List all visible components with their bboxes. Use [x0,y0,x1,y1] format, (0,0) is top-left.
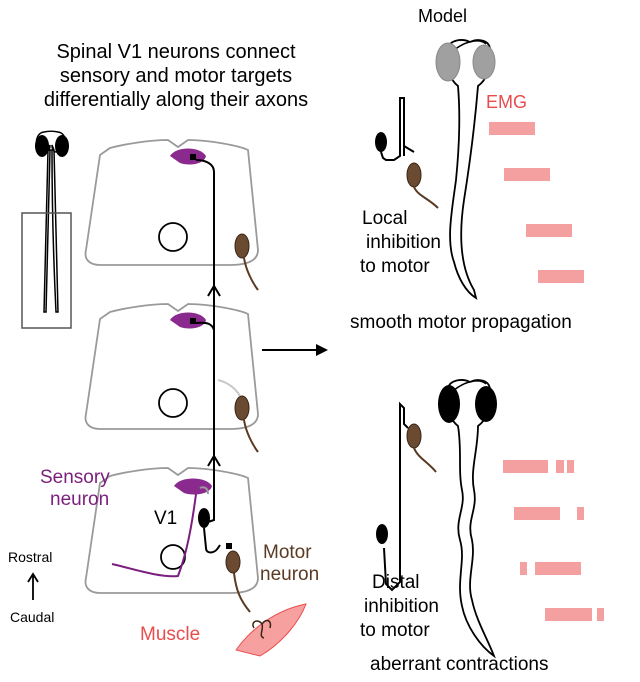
synapse-terminal [226,543,232,549]
emg-burst [545,608,592,621]
emg-burst [597,608,604,621]
emg-burst [504,168,550,181]
model-title: Model [418,6,467,26]
arrow-up-icon [27,572,39,600]
eye-icon [475,386,497,422]
synapse-terminal [190,154,196,160]
larva-overview [21,130,72,329]
motor-label-line-2: neuron [260,564,319,585]
spinal-section-1 [84,139,259,291]
motor-neuron-soma [406,162,422,188]
sensory-label-line-2: neuron [50,489,109,510]
caption-line-2: inhibition [366,232,441,253]
larva-model-smooth [435,39,496,300]
sensory-label-line-1: Sensory [40,467,110,488]
emg-bars-smooth [489,122,584,283]
local-inhibition-caption: Local inhibition to motor [360,208,441,277]
eye-icon [438,385,460,423]
motor-neuron-soma [234,233,250,259]
arrow-right-icon [262,344,328,356]
motor-neuron-soma [225,550,241,574]
motor-neuron-soma [234,395,250,421]
caption-line-3: to motor [360,256,430,277]
sensory-axon [111,493,197,578]
caption-line-1: Local [362,208,407,229]
emg-label: EMG [486,92,527,112]
sensory-label: Sensory neuron [40,467,110,510]
spinal-section-2 [84,303,259,453]
v1-neuron-soma [198,508,210,528]
emg-burst [577,507,584,520]
central-canal [158,388,188,418]
motor-label: Motor neuron [260,542,319,585]
caption-line-2: inhibition [364,596,439,617]
motor-label-line-1: Motor [263,542,312,563]
emg-burst [538,270,584,283]
figure-title: Spinal V1 neurons connect sensory and mo… [44,41,308,111]
emg-burst [489,122,535,135]
rostral-label: Rostral [8,549,52,565]
sensory-neuron-soma [170,312,206,329]
synapse-terminal [190,318,196,324]
emg-burst [556,460,564,473]
title-line-1: Spinal V1 neurons connect [56,41,295,63]
local-inhibition-circuit [375,97,439,209]
arrow-up-icon [207,284,221,297]
sensory-neuron-soma [174,478,212,495]
larva-model-aberrant [438,379,497,659]
central-canal [158,222,188,252]
spinal-section-3 [84,467,259,613]
emg-burst [526,224,572,237]
trunk-region-box [21,212,72,329]
muscle-fiber [235,603,307,657]
title-line-3: differentially along their axons [44,89,308,111]
eye-icon [472,44,496,80]
emg-burst [503,460,548,473]
v1-label: V1 [154,508,177,529]
v1-neuron-soma [375,132,387,152]
distal-inhibition-circuit [376,401,437,592]
muscle-label: Muscle [140,624,200,645]
eye-icon [35,135,49,157]
v1-neuron-soma [376,524,388,544]
emg-burst [520,562,527,575]
v1-ascending-axon [195,159,221,523]
emg-burst [514,507,560,520]
motor-neuron-soma [406,423,422,449]
emg-burst [535,562,581,575]
eye-icon [435,42,461,82]
caudal-label: Caudal [10,609,54,625]
eye-icon [55,135,69,157]
emg-bars-aberrant [503,460,604,621]
aberrant-contractions-label: aberrant contractions [370,654,549,675]
title-line-2: sensory and motor targets [60,65,292,87]
emg-burst [567,460,574,473]
caption-line-1: Distal [372,572,420,593]
caption-line-3: to motor [360,620,430,641]
arrow-up-icon [207,454,221,467]
smooth-propagation-label: smooth motor propagation [350,312,572,333]
distal-inhibition-caption: Distal inhibition to motor [360,572,439,641]
